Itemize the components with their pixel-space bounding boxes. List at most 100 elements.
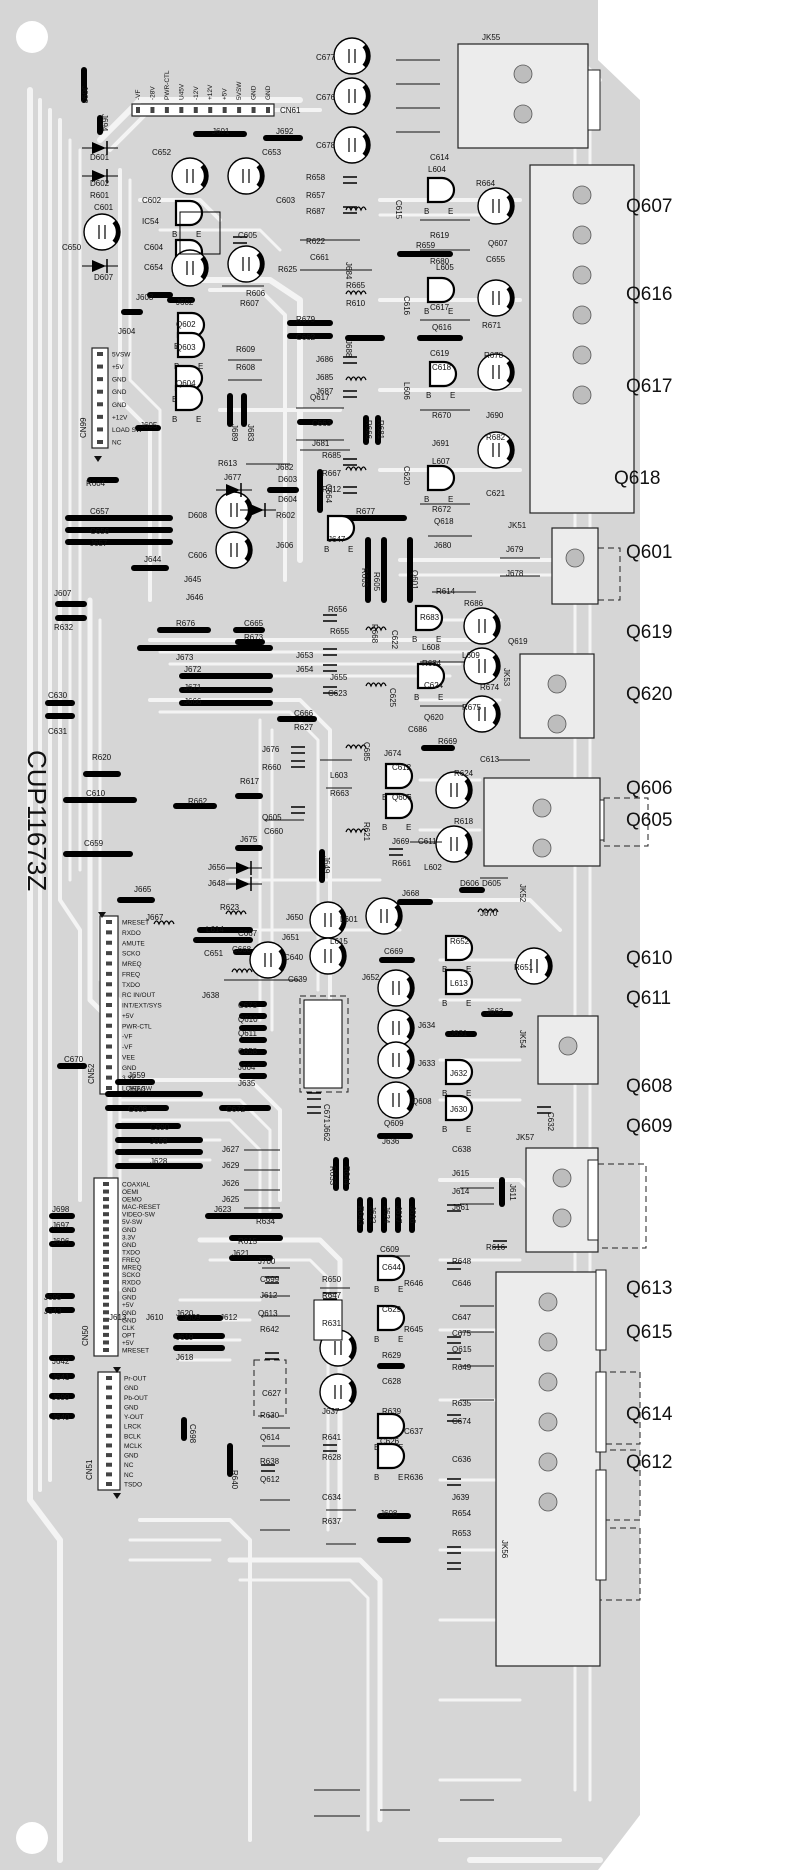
jack-tab	[595, 1269, 607, 1351]
jack-pad	[532, 838, 552, 858]
connector-pin-label: SCKO	[122, 1272, 140, 1279]
component-label: C647	[452, 1313, 472, 1322]
capacitor-polarity-band	[406, 976, 414, 1000]
component-label: J610	[146, 1313, 164, 1322]
transistor-pin-label: B	[382, 793, 387, 802]
inductor	[345, 466, 367, 472]
jack-pad	[513, 64, 533, 84]
component-label: R605	[372, 572, 381, 592]
component-label: J632	[450, 1069, 468, 1078]
connector-pin	[106, 1433, 112, 1438]
capacitor-polarity-band	[362, 44, 370, 68]
transistor-pin-label: B	[172, 415, 177, 424]
electrolytic-capacitor	[463, 607, 501, 645]
connector-pin	[97, 414, 103, 419]
connector-pin-label: AMUTE	[122, 940, 145, 947]
connector-pin	[103, 1317, 109, 1322]
component-label: R638	[260, 1457, 280, 1466]
component-label: Q606	[392, 793, 412, 802]
component-label: Q620	[424, 713, 444, 722]
mounting-hole	[16, 21, 48, 53]
electrolytic-capacitor	[435, 771, 473, 809]
transistor-pin-label: E	[466, 965, 471, 974]
component-label: R672	[432, 505, 452, 514]
connector-pin-label: MREQ	[122, 961, 142, 968]
electrolytic-capacitor	[463, 647, 501, 685]
connector-pin-label: OEMO	[122, 1197, 142, 1204]
component-label: L609	[462, 651, 480, 660]
electrolytic-capacitor	[515, 947, 553, 985]
component-label: C698	[188, 1424, 197, 1444]
connector-pin	[106, 1376, 112, 1380]
jack-pad	[572, 345, 592, 365]
component-label: Q603	[176, 343, 196, 352]
transistor	[414, 604, 444, 632]
component-label: R649	[452, 1363, 472, 1372]
transistor-pin-label: B	[374, 1285, 379, 1294]
component-label: J614	[452, 1187, 470, 1196]
component-label: J678	[506, 569, 524, 578]
component-label: J629	[222, 1161, 240, 1170]
component-label: J676	[262, 745, 280, 754]
component-label: Q602	[176, 320, 196, 329]
component-label: J650	[286, 913, 304, 922]
jack-label: JK57	[516, 1133, 535, 1142]
component-label: C625	[388, 688, 397, 708]
inductor	[153, 920, 175, 926]
component-label: R617	[240, 777, 260, 786]
component-label: J631	[450, 1029, 468, 1038]
component-label: Q607	[488, 239, 508, 248]
component-label: J606	[276, 541, 294, 550]
component-label: R686	[464, 599, 484, 608]
component-label: J691	[432, 439, 450, 448]
component-label: R661	[392, 859, 412, 868]
inductor	[345, 828, 367, 834]
component-label: C632	[546, 1112, 555, 1132]
connector-pin	[106, 1414, 112, 1419]
component-label: C617	[430, 303, 450, 312]
component-label: J699	[52, 1393, 70, 1402]
connector-pin-label: +12V	[112, 414, 128, 421]
connector-pin-label: 3.3V	[122, 1234, 136, 1241]
component-label: C626	[380, 1437, 400, 1446]
electrolytic-capacitor	[249, 941, 287, 979]
connector-pin	[222, 107, 227, 113]
component-label: J603	[136, 293, 154, 302]
transistor-pin-label: E	[348, 545, 353, 554]
connector-pin-label: MAC-RESET	[122, 1204, 160, 1211]
capacitor-polarity-band	[338, 944, 346, 968]
component-label: J607	[54, 589, 72, 598]
capacitor-polarity-band	[492, 654, 500, 678]
component-label: L614	[206, 925, 224, 934]
capacitor-polarity-band	[506, 286, 514, 310]
component-label: J695	[44, 1293, 62, 1302]
component-label: C666	[294, 709, 314, 718]
connector-pin-label: GND	[122, 1227, 137, 1234]
component-label: J640	[52, 1413, 70, 1422]
component-label: C636	[452, 1455, 472, 1464]
connector-pin-label: GND	[124, 1385, 139, 1392]
capacitor-polarity-band	[112, 220, 120, 244]
component-label: C622	[390, 630, 399, 650]
component-label: R613	[218, 459, 238, 468]
component-label: R666	[364, 420, 373, 440]
electrolytic-capacitor	[463, 695, 501, 733]
component-label: C662	[296, 333, 316, 342]
mounting-hole	[16, 1822, 48, 1854]
component-label: R653	[452, 1529, 472, 1538]
connector-pin	[106, 1034, 112, 1039]
jack-pad	[538, 1372, 558, 1392]
electrolytic-capacitor	[365, 897, 403, 935]
component-label: R606	[246, 289, 266, 298]
jack-label: JK53	[502, 668, 511, 687]
component-label: C631	[48, 727, 68, 736]
component-label: R671	[482, 321, 502, 330]
component-label: C672	[226, 1105, 246, 1114]
connector-pin-label: U45V	[178, 83, 185, 100]
component-label: C620	[402, 466, 411, 486]
capacitor-polarity-band	[256, 164, 264, 188]
component-label: L601	[340, 915, 358, 924]
transistor-pin-label: E	[398, 1335, 403, 1344]
connector-pin-label: MRESET	[122, 920, 149, 927]
q-callout-label: Q601	[626, 542, 672, 563]
